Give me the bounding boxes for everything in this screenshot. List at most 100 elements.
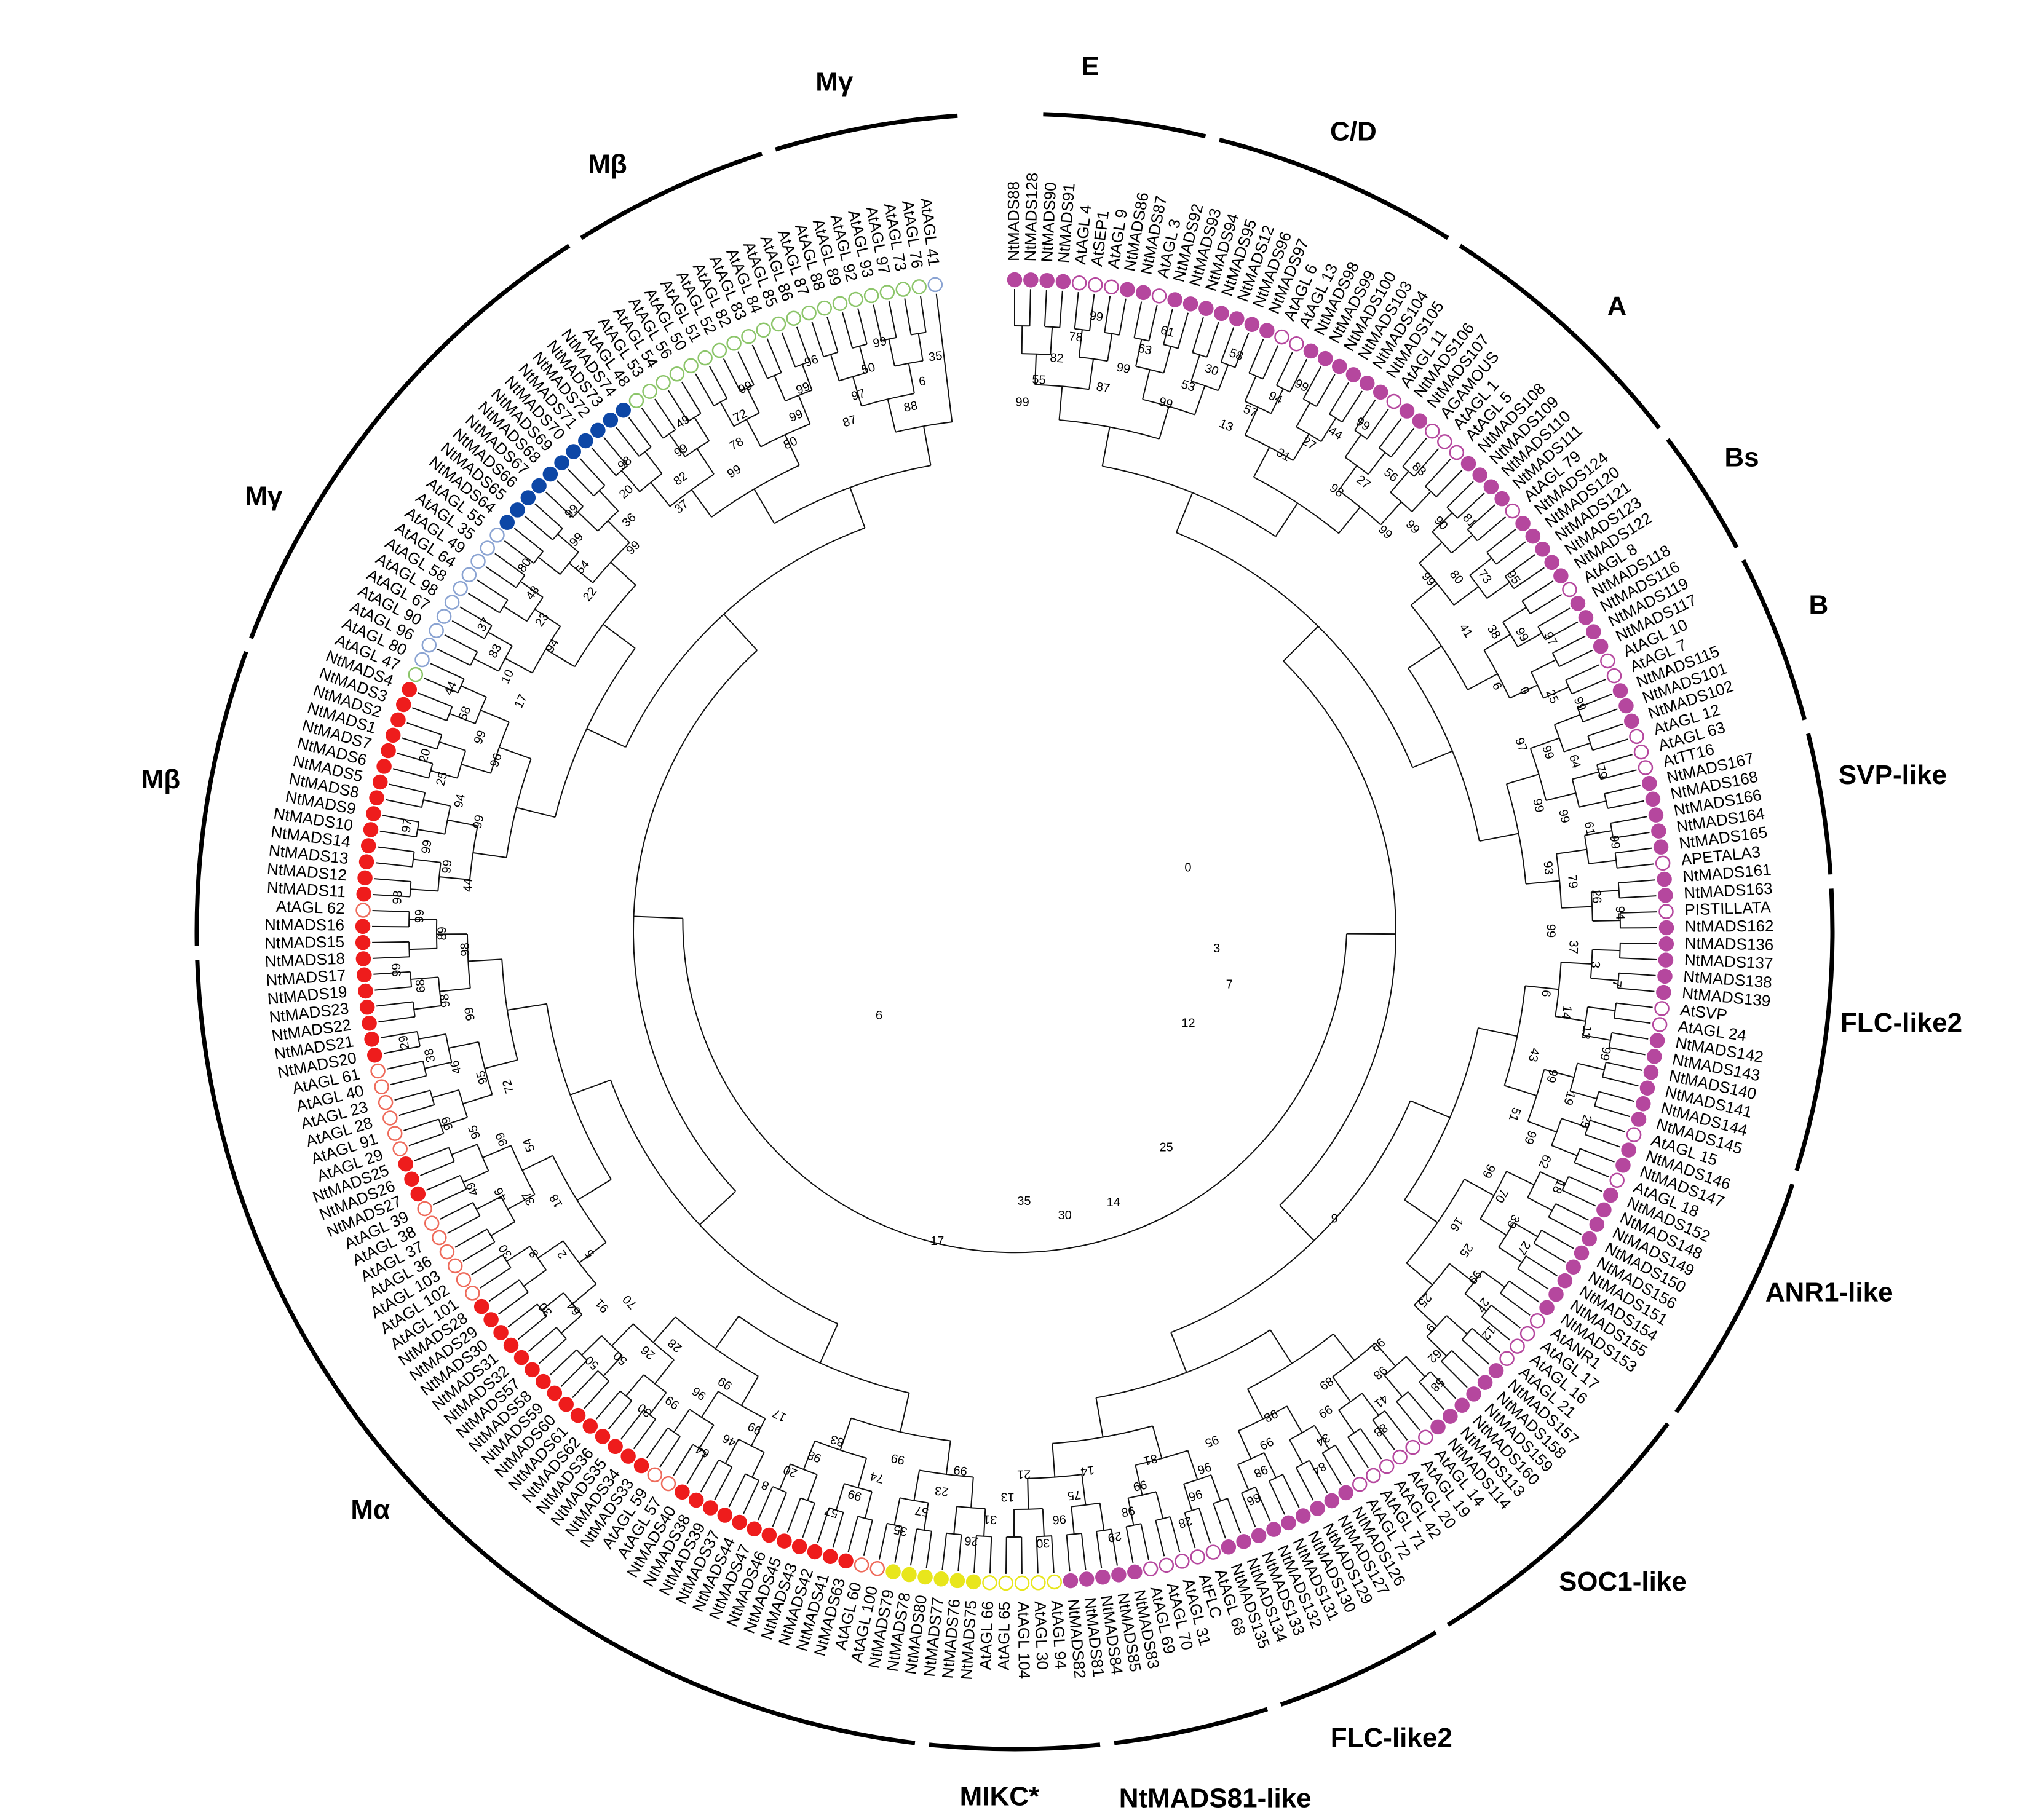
leaf-marker <box>965 1574 981 1590</box>
branch-radial <box>1263 1452 1277 1479</box>
leaf-marker <box>770 316 786 332</box>
branch-radial <box>1152 1425 1163 1459</box>
leaf-markers <box>355 272 1674 1591</box>
branch-radial <box>473 852 507 858</box>
branch-radial <box>1618 972 1656 976</box>
leaf-marker <box>1657 871 1672 887</box>
leaf-marker <box>756 322 771 338</box>
bootstrap-value: 88 <box>1371 1420 1390 1439</box>
branch-radial <box>1620 957 1657 960</box>
branch-radial <box>503 606 528 622</box>
leaf-marker <box>424 1215 440 1231</box>
branch-radial <box>1029 289 1031 326</box>
bootstrap-value: 78 <box>1068 330 1083 344</box>
branch-radial <box>667 390 689 422</box>
bootstrap-value: 96 <box>488 751 505 769</box>
bootstrap-value: 72 <box>500 1078 517 1095</box>
bootstrap-value: 50 <box>582 1353 601 1372</box>
branch-radial <box>917 333 924 362</box>
leaf-marker <box>1606 668 1622 684</box>
leaf-marker <box>1352 1476 1368 1492</box>
branch-radial <box>909 1528 917 1566</box>
leaf-marker <box>531 478 547 494</box>
branch-arc <box>1481 1305 1492 1318</box>
branch-radial <box>746 419 762 448</box>
branch-arc <box>597 510 619 532</box>
leaf-marker <box>1570 596 1586 611</box>
bootstrap-value: 99 <box>1597 1046 1613 1062</box>
bootstrap-value: 30 <box>1203 362 1220 379</box>
branch-radial <box>378 1016 415 1023</box>
bootstrap-value: 98 <box>1120 1503 1136 1519</box>
leaf-marker <box>378 1094 394 1110</box>
leaf-marker <box>1655 855 1671 871</box>
branch-arc <box>1135 1450 1188 1466</box>
branch-radial <box>1620 911 1657 914</box>
branch-radial <box>1005 1536 1007 1574</box>
branch-radial <box>1372 1419 1395 1450</box>
inner-node-value: 30 <box>1058 1209 1071 1222</box>
branch-radial <box>506 1246 531 1262</box>
bootstrap-value: 30 <box>536 1300 555 1319</box>
branch-radial <box>1275 502 1299 537</box>
bootstrap-value: 99 <box>1316 1402 1335 1421</box>
branch-radial <box>523 1269 547 1287</box>
bootstrap-value: 88 <box>903 399 919 415</box>
leaf-marker <box>595 1429 611 1444</box>
branch-radial <box>1436 470 1463 497</box>
bootstrap-value: 8 <box>526 1247 541 1260</box>
branch-arc <box>1035 384 1090 390</box>
bootstrap-value: 84 <box>1310 1459 1328 1477</box>
branch-radial <box>569 1079 611 1096</box>
branch-radial <box>1513 567 1545 590</box>
leaf-marker <box>1553 568 1569 583</box>
branch-radial <box>579 1241 607 1263</box>
branch-arc <box>1521 601 1531 614</box>
leaf-marker <box>429 623 444 638</box>
branch-radial <box>1338 507 1361 534</box>
leaf-marker <box>1499 1351 1515 1366</box>
branch-radial <box>459 606 493 626</box>
branch-radial <box>740 1375 759 1406</box>
clade-label: FLC-like2 <box>1331 1723 1452 1753</box>
branch-radial <box>1583 1034 1611 1041</box>
bootstrap-value: 94 <box>1613 906 1627 920</box>
branch-radial <box>1508 1280 1540 1303</box>
bootstrap-value: 86 <box>1245 1490 1262 1508</box>
branch-radial <box>568 563 593 583</box>
branch-arc <box>1221 362 1235 368</box>
clade-arc <box>929 1742 1101 1752</box>
branch-radial <box>385 799 422 808</box>
branch-radial <box>584 1380 610 1409</box>
leaf-marker <box>1167 292 1182 307</box>
bootstrap-value: 50 <box>860 360 877 377</box>
branch-radial <box>1213 1503 1226 1539</box>
leaf-marker <box>410 1186 426 1202</box>
inner-node-value: 12 <box>1181 1017 1195 1030</box>
branch-radial <box>1500 1292 1531 1316</box>
bootstrap-value: 99 <box>419 839 435 855</box>
branch-arc <box>1419 1371 1431 1383</box>
bootstrap-value: 99 <box>663 1393 682 1412</box>
branch-radial <box>1411 491 1432 512</box>
leaf-label: NtMADS88 <box>1004 181 1023 261</box>
branch-arc <box>1347 1428 1361 1438</box>
branch-radial <box>549 1349 577 1376</box>
leaf-marker <box>1488 1363 1504 1378</box>
leaf-marker <box>1214 306 1229 322</box>
branch-radial <box>373 971 411 975</box>
leaf-marker <box>1063 1573 1079 1589</box>
leaf-marker <box>387 1126 403 1141</box>
leaf-marker <box>1014 1575 1030 1591</box>
branch-radial <box>1457 492 1485 519</box>
clade-arc <box>249 243 571 639</box>
branch-radial <box>1561 962 1592 965</box>
bootstrap-value: 2 <box>555 1247 569 1261</box>
bootstrap-value: 91 <box>593 1296 612 1315</box>
leaf-marker <box>1629 729 1644 745</box>
branch-radial <box>1602 1076 1639 1087</box>
leaf-marker <box>542 466 558 482</box>
clade-label: MIKC* <box>960 1781 1040 1811</box>
branch-arc <box>444 805 451 834</box>
branch-radial <box>923 426 932 466</box>
